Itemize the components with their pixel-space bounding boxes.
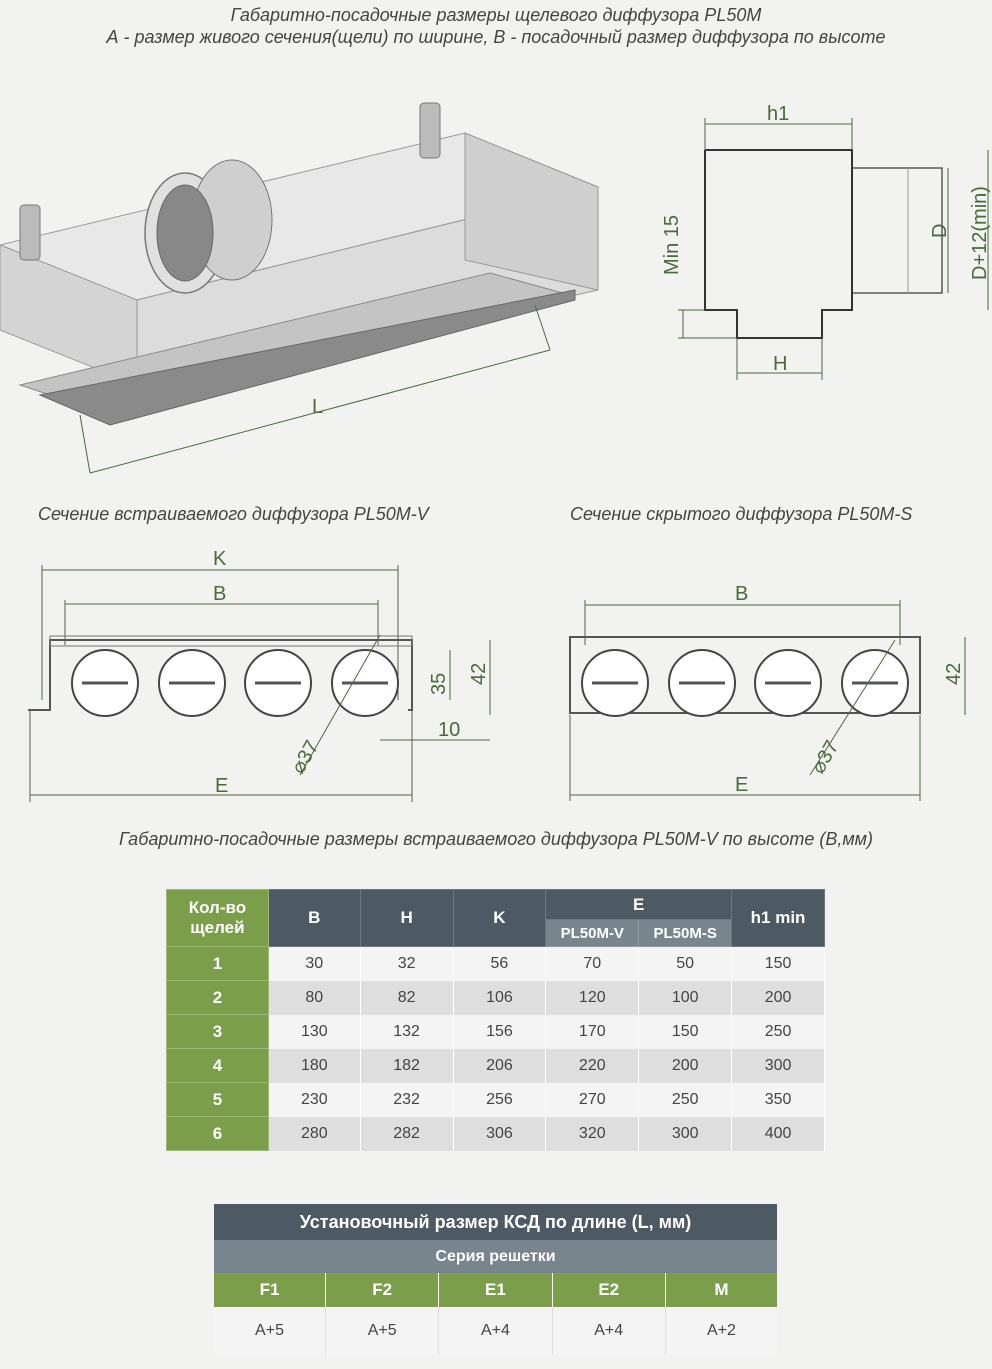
cell-ev: 320 bbox=[545, 1116, 640, 1151]
cell-h: 82 bbox=[360, 980, 454, 1015]
col-header-e: E bbox=[545, 889, 733, 920]
cell-b: 280 bbox=[268, 1116, 361, 1151]
dimension-k-label: K bbox=[213, 548, 227, 570]
series-header: F2 bbox=[325, 1273, 440, 1307]
col-header-h1: h1 min bbox=[731, 889, 825, 947]
dimension-l-label: L bbox=[312, 396, 323, 418]
cell-es: 50 bbox=[638, 946, 733, 981]
series-value: A+5 bbox=[325, 1307, 440, 1355]
cell-h: 132 bbox=[360, 1014, 454, 1049]
table-row: 1 30 32 56 70 50 150 bbox=[166, 946, 825, 981]
cell-k: 156 bbox=[453, 1014, 547, 1049]
dimension-s-e-label: E bbox=[735, 774, 748, 796]
dimension-b-label: B bbox=[213, 583, 226, 605]
series-value: A+2 bbox=[665, 1307, 777, 1355]
cell-h: 32 bbox=[360, 946, 454, 981]
cell-h: 232 bbox=[360, 1082, 454, 1117]
col-header-b: B bbox=[267, 889, 361, 947]
title-line-2: А - размер живого сечения(щели) по ширин… bbox=[106, 27, 886, 47]
row-count: 1 bbox=[166, 946, 269, 981]
row-count: 3 bbox=[166, 1014, 269, 1049]
cell-es: 150 bbox=[638, 1014, 733, 1049]
cell-k: 206 bbox=[453, 1048, 547, 1083]
diffuser-3d-view: L bbox=[0, 102, 600, 474]
cell-b: 180 bbox=[268, 1048, 361, 1083]
dimension-d-label: D bbox=[929, 224, 951, 238]
dimension-35-label: 35 bbox=[428, 673, 450, 695]
cell-h: 182 bbox=[360, 1048, 454, 1083]
section-s-drawing: B 42 ⌀37 E bbox=[569, 583, 966, 801]
table-row: 3 130 132 156 170 150 250 bbox=[166, 1014, 825, 1049]
section-s-caption: Сечение скрытого диффузора PL50M-S bbox=[570, 504, 913, 524]
dimension-d12-label: D+12(min) bbox=[969, 186, 991, 280]
dimension-s-b-label: B bbox=[735, 583, 748, 605]
dimension-e-label: E bbox=[215, 775, 228, 797]
dimension-h1-label: h1 bbox=[767, 103, 789, 125]
dimension-min15-label: Min 15 bbox=[661, 215, 683, 275]
cell-k: 106 bbox=[453, 980, 547, 1015]
row-count: 2 bbox=[166, 980, 269, 1015]
col-header-k: K bbox=[452, 889, 547, 947]
section-v-caption: Сечение встраиваемого диффузора PL50M-V bbox=[38, 504, 429, 524]
cell-b: 80 bbox=[268, 980, 361, 1015]
cell-h1: 400 bbox=[731, 1116, 825, 1151]
table-row: 2 80 82 106 120 100 200 bbox=[166, 980, 825, 1015]
series-value: A+5 bbox=[214, 1307, 327, 1355]
side-section-drawing: h1 Min 15 D D+12(min) H bbox=[661, 103, 991, 380]
length-install-table: Установочный размер КСД по длине (L, мм)… bbox=[214, 1204, 777, 1355]
table-row: 6 280 282 306 320 300 400 bbox=[166, 1116, 825, 1151]
series-header: F1 bbox=[214, 1273, 327, 1307]
cell-h1: 200 bbox=[731, 980, 825, 1015]
title-line-1: Габаритно-посадочные размеры щелевого ди… bbox=[230, 5, 762, 25]
series-value: A+4 bbox=[552, 1307, 666, 1355]
dimension-10-label: 10 bbox=[438, 719, 460, 741]
cell-h1: 250 bbox=[731, 1014, 825, 1049]
table-row: 5 230 232 256 270 250 350 bbox=[166, 1082, 825, 1117]
dimension-s-42-label: 42 bbox=[943, 663, 965, 685]
table2-title: Установочный размер КСД по длине (L, мм) bbox=[214, 1204, 777, 1240]
col-header-e-s: PL50M-S bbox=[638, 919, 733, 947]
cell-es: 200 bbox=[638, 1048, 733, 1083]
series-header: E1 bbox=[438, 1273, 553, 1307]
cell-ev: 170 bbox=[545, 1014, 640, 1049]
cell-h: 282 bbox=[360, 1116, 454, 1151]
cell-b: 130 bbox=[268, 1014, 361, 1049]
row-count: 6 bbox=[166, 1116, 269, 1151]
table-row: A+5 A+5 A+4 A+4 A+2 bbox=[214, 1307, 777, 1355]
col-header-h: H bbox=[359, 889, 454, 947]
cell-es: 300 bbox=[638, 1116, 733, 1151]
cell-b: 30 bbox=[268, 946, 361, 981]
cell-h1: 150 bbox=[731, 946, 825, 981]
table2-subtitle: Серия решетки bbox=[214, 1240, 777, 1273]
cell-k: 256 bbox=[453, 1082, 547, 1117]
cell-es: 250 bbox=[638, 1082, 733, 1117]
cell-b: 230 bbox=[268, 1082, 361, 1117]
row-count: 4 bbox=[166, 1048, 269, 1083]
cell-h1: 350 bbox=[731, 1082, 825, 1117]
series-value: A+4 bbox=[438, 1307, 553, 1355]
table-row: 4 180 182 206 220 200 300 bbox=[166, 1048, 825, 1083]
cell-k: 56 bbox=[453, 946, 547, 981]
cell-h1: 300 bbox=[731, 1048, 825, 1083]
dimension-h-label: H bbox=[773, 353, 787, 375]
cell-ev: 220 bbox=[545, 1048, 640, 1083]
cell-k: 306 bbox=[453, 1116, 547, 1151]
series-header: E2 bbox=[552, 1273, 666, 1307]
cell-ev: 120 bbox=[545, 980, 640, 1015]
dimension-42-label: 42 bbox=[468, 663, 490, 685]
cell-ev: 270 bbox=[545, 1082, 640, 1117]
row-count: 5 bbox=[166, 1082, 269, 1117]
section-v-drawing: K B 35 42 10 ⌀37 E bbox=[28, 548, 491, 802]
col-header-count: Кол-во щелей bbox=[166, 889, 269, 947]
series-header: M bbox=[665, 1273, 777, 1307]
table1-caption: Габаритно-посадочные размеры встраиваемо… bbox=[118, 829, 874, 849]
cell-ev: 70 bbox=[545, 946, 640, 981]
cell-es: 100 bbox=[638, 980, 733, 1015]
height-dimensions-table: Кол-во щелей B H K E h1 min PL50M-V PL50… bbox=[166, 889, 825, 1151]
col-header-e-v: PL50M-V bbox=[545, 919, 640, 947]
